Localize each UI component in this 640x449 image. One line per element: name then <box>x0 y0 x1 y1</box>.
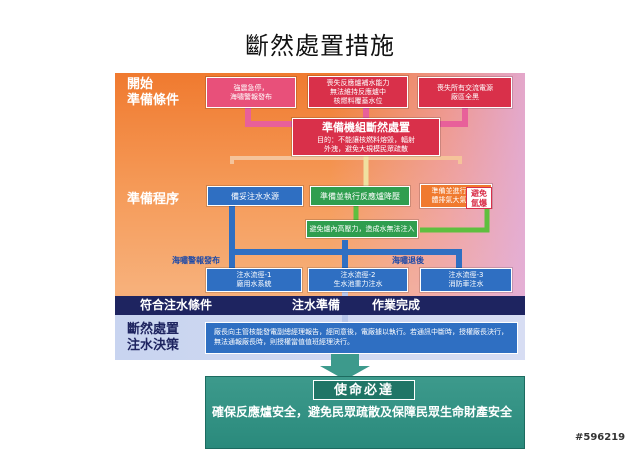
prep-depressurize: 準備並執行反應爐降壓 <box>310 186 410 206</box>
section-prep-label: 準備程序 <box>127 192 180 207</box>
connector-center-prep <box>230 156 462 164</box>
avoid-high-pressure-box: 避免爐內高壓力，造成水無法注入 <box>306 220 418 238</box>
center-subtitle: 目的：不能讓核燃料熔毀，輻射 外洩，避免大規模民眾疏散 <box>317 135 415 153</box>
center-title: 準備機組斷然處置 <box>322 120 410 134</box>
decision-text-box: 廠長向主管核能發電副總經理報告，經同意後，電廠據以執行。若通訊中斷時，授權廠長決… <box>205 322 518 354</box>
page-title: 斷然處置措施 <box>245 32 395 60</box>
arrow-to-mission <box>320 354 370 380</box>
band-right-text: 作業完成 <box>372 298 421 312</box>
connector-trigger-1 <box>245 108 300 127</box>
prep-water-source: 備妥注水水源 <box>207 186 303 206</box>
section-start-label: 開始 準備條件 <box>127 77 180 108</box>
section-decision-label: 斷然處置 注水決策 <box>127 322 180 353</box>
center-prepare-box: 準備機組斷然處置 目的：不能讓核燃料熔毀，輻射 外洩，避免大規模民眾疏散 <box>292 118 440 156</box>
connector-trigger-3 <box>438 108 468 127</box>
connector-avoid-loop <box>420 208 490 233</box>
trigger-power-loss: 喪失所有交流電源 廠區全黑 <box>418 77 512 108</box>
mission-text: 確保反應爐安全，避免民眾疏散及保障民眾生命財產安全 <box>212 405 513 419</box>
watermark-id: #596219 <box>575 432 626 443</box>
trigger-water-loss: 喪失反應爐補水能力 無法維持反應爐中 核燃料覆蓋水位 <box>308 76 408 108</box>
note-tsunami-recede: 海嘯退後 <box>392 256 424 265</box>
mission-title: 使命必達 <box>313 380 415 400</box>
band-mid-text: 注水準備 <box>292 298 341 312</box>
status-band <box>115 296 525 315</box>
injection-path-1: 注水流徑-1 廠用水系統 <box>206 268 302 292</box>
note-tsunami-warning: 海嘯警報發布 <box>172 256 220 265</box>
injection-path-3: 注水流徑-3 消防車注水 <box>420 268 512 292</box>
trigger-earthquake: 強震急停， 海嘯警報發布 <box>206 77 296 108</box>
injection-path-2: 注水流徑-2 生水池重力注水 <box>308 268 408 292</box>
band-left-text: 符合注水條件 <box>140 298 213 312</box>
hydrogen-badge: 避免 氫爆 <box>466 187 492 209</box>
